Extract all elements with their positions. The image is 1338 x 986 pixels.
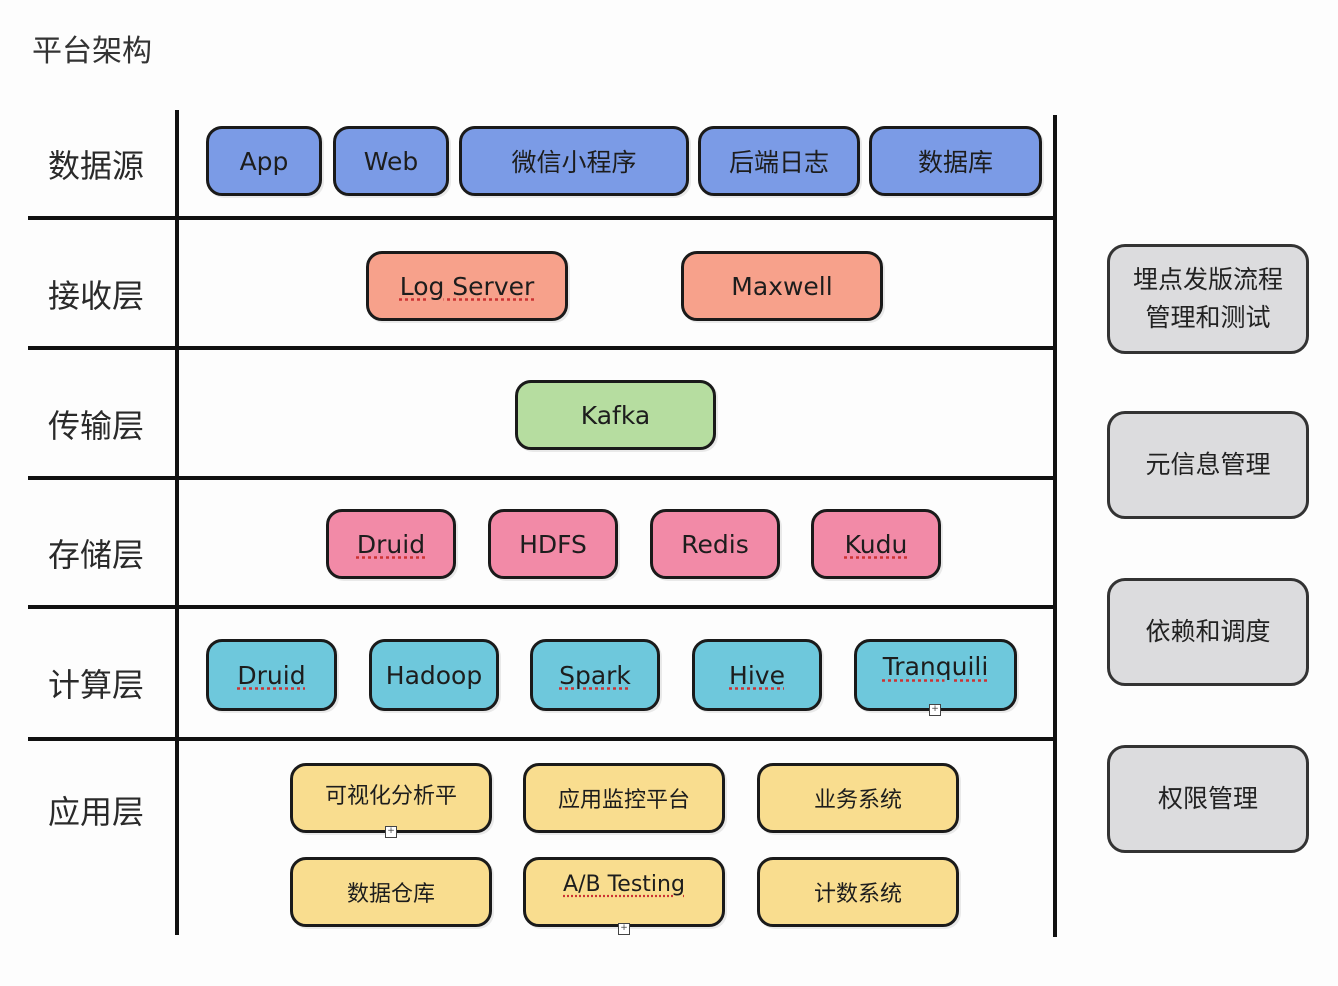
- side-panel-label: 权限管理: [1157, 784, 1258, 813]
- source-label: 后端日志: [728, 148, 829, 177]
- ingest-box-log-server: Log Server: [366, 251, 568, 321]
- source-box-app: App: [206, 126, 322, 196]
- text-overflow-handle[interactable]: +: [929, 704, 941, 716]
- ingest-box-maxwell: Maxwell: [681, 251, 883, 321]
- source-label: App: [239, 146, 289, 176]
- storage-label: Druid: [356, 529, 426, 559]
- ingest-label: Log Server: [399, 271, 535, 301]
- storage-box-kudu: Kudu: [811, 509, 941, 579]
- diagram-title: 平台架构: [32, 34, 152, 69]
- row-divider-1: [28, 216, 1056, 220]
- compute-label: Hadoop: [385, 660, 483, 690]
- source-box-backend-logs: 后端日志: [698, 126, 860, 196]
- compute-box-spark: Spark: [530, 639, 660, 711]
- side-panel-tracking-release-testing: 埋点发版流程管理和测试: [1107, 244, 1309, 354]
- side-panel-label: 依赖和调度: [1145, 617, 1271, 646]
- layer-label-compute: 计算层: [48, 666, 145, 704]
- app-label: A/B Testing: [563, 872, 685, 897]
- transport-box-kafka: Kafka: [515, 380, 716, 450]
- app-box-app-monitoring: 应用监控平台: [523, 763, 725, 833]
- text-overflow-handle[interactable]: +: [618, 923, 630, 935]
- app-box-business-system: 业务系统: [757, 763, 959, 833]
- side-panel-metadata-management: 元信息管理: [1107, 411, 1309, 519]
- app-label: 业务系统: [813, 788, 902, 813]
- storage-box-redis: Redis: [650, 509, 780, 579]
- storage-box-hdfs: HDFS: [488, 509, 618, 579]
- compute-label: Hive: [729, 660, 785, 690]
- row-divider-4: [28, 605, 1056, 609]
- compute-label: Tranquili: [882, 652, 989, 681]
- source-label: Web: [363, 146, 419, 176]
- app-box-data-warehouse: 数据仓库: [290, 857, 492, 927]
- compute-label: Spark: [559, 660, 631, 690]
- source-label: 微信小程序: [511, 148, 637, 177]
- source-box-web: Web: [333, 126, 449, 196]
- app-label: 可视化分析平: [324, 784, 457, 809]
- layer-label-transport: 传输层: [48, 407, 145, 445]
- layer-label-source: 数据源: [48, 147, 145, 185]
- row-divider-2: [28, 346, 1056, 350]
- side-panel-permission-management: 权限管理: [1107, 745, 1309, 853]
- app-box-ab-testing: A/B Testing: [523, 857, 725, 927]
- compute-box-druid: Druid: [206, 639, 337, 711]
- transport-label: Kafka: [580, 400, 651, 430]
- compute-label: Druid: [237, 660, 306, 690]
- app-box-visual-analytics: 可视化分析平: [290, 763, 492, 833]
- storage-box-druid: Druid: [326, 509, 456, 579]
- app-label: 计数系统: [813, 882, 902, 907]
- storage-label: Kudu: [844, 529, 908, 559]
- compute-box-hive: Hive: [692, 639, 822, 711]
- app-box-counting-system: 计数系统: [757, 857, 959, 927]
- source-box-wechat-miniprogram: 微信小程序: [459, 126, 689, 196]
- right-divider: [1053, 115, 1057, 937]
- side-panel-dependency-scheduling: 依赖和调度: [1107, 578, 1309, 686]
- compute-box-hadoop: Hadoop: [369, 639, 499, 711]
- layer-label-ingest: 接收层: [48, 277, 145, 315]
- source-box-database: 数据库: [869, 126, 1042, 196]
- storage-label: Redis: [681, 529, 749, 559]
- side-panel-label: 元信息管理: [1145, 450, 1271, 479]
- ingest-label: Maxwell: [731, 271, 833, 301]
- row-divider-5: [28, 737, 1056, 741]
- layer-label-application: 应用层: [48, 793, 145, 831]
- source-label: 数据库: [917, 148, 993, 177]
- compute-box-tranquili: Tranquili: [854, 639, 1017, 711]
- text-overflow-handle[interactable]: +: [385, 826, 397, 838]
- left-divider: [175, 110, 179, 935]
- app-label: 应用监控平台: [557, 788, 690, 813]
- side-panel-label: 埋点发版流程管理和测试: [1132, 265, 1283, 332]
- storage-label: HDFS: [519, 529, 587, 559]
- row-divider-3: [28, 476, 1056, 480]
- app-label: 数据仓库: [346, 882, 435, 907]
- layer-label-storage: 存储层: [48, 536, 145, 574]
